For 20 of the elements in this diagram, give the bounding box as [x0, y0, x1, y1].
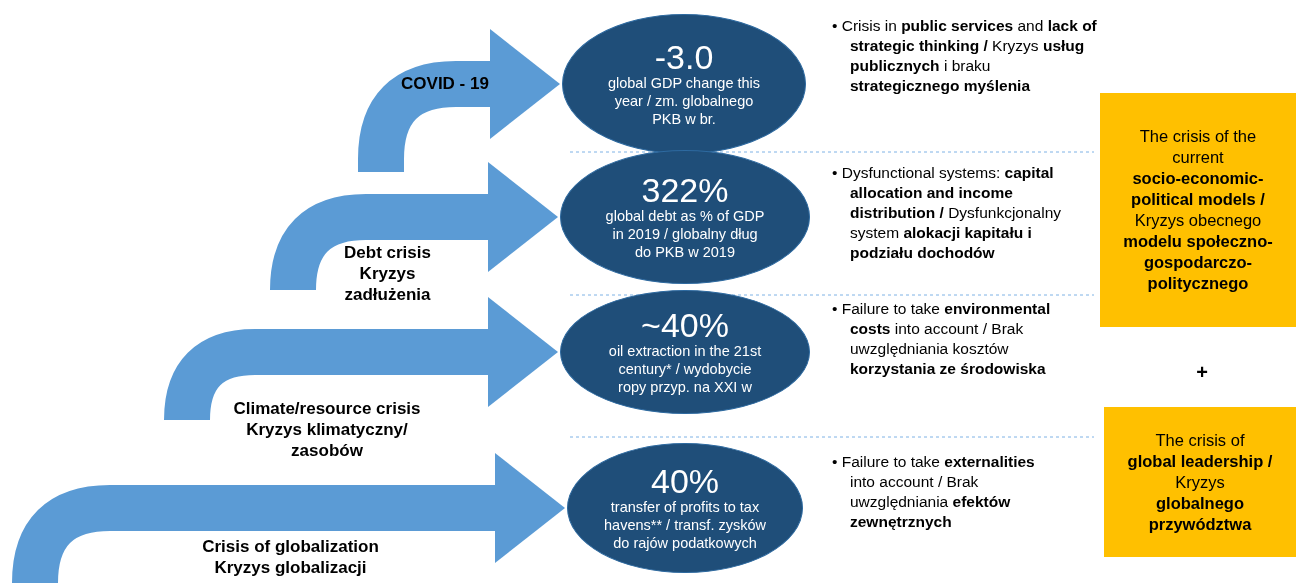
highlight-box: The crisis of the current socio-economic-political models / Kryzys obecnego modelu społeczno-gospodarczo-politycznego — [1100, 93, 1296, 327]
stat-description: global GDP change this year / zm. globalnego PKB w br. — [606, 74, 762, 128]
bullet-text: • Dysfunctional systems: capital allocation and income distribution / Dysfunkcjonalny system alokacji kapitału i podziału dochodów — [832, 163, 1063, 263]
edge-label: COVID - 19 — [400, 73, 490, 94]
curved-arrow — [12, 453, 565, 583]
edge-label: Debt crisis Kryzys zadłużenia — [343, 242, 432, 305]
stat-value: 40% — [650, 464, 720, 498]
bullet-text: • Failure to take environmental costs into account / Brak uwzględniania kosztów korzystania ze środowiska — [832, 299, 1052, 379]
plus-sign: + — [1195, 362, 1209, 382]
bullet-text: • Failure to take externalities into account / Brak uwzględniania efektów zewnętrznych — [832, 452, 1036, 532]
stat-description: transfer of profits to tax havens** / transf. zysków do rajów podatkowych — [603, 498, 767, 552]
bullet-text: • Crisis in public services and lack of strategic thinking / Kryzys usług publicznych i braku strategicznego myślenia — [832, 16, 1098, 96]
stat-value: ~40% — [641, 308, 729, 342]
stat-value: 322% — [641, 173, 729, 207]
stat-description: global debt as % of GDP in 2019 / globalny dług do PKB w 2019 — [604, 207, 766, 261]
edge-label: Crisis of globalization Kryzys globalizacji — [201, 536, 380, 578]
edge-label: Climate/resource crisis Kryzys klimatyczny/ zasobów — [232, 398, 422, 461]
highlight-box: The crisis of global leadership / Kryzys globalnego przywództwa — [1104, 407, 1296, 557]
stat-value: -3.0 — [654, 40, 714, 74]
stat-description: oil extraction in the 21st century* / wydobycie ropy przyp. na XXI w — [607, 342, 763, 396]
